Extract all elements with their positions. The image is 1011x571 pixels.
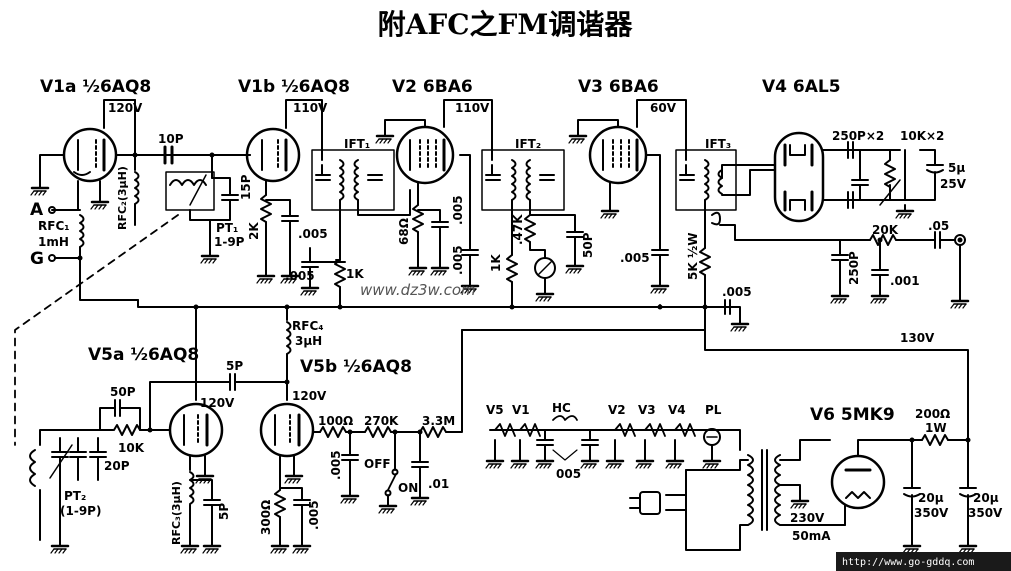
label-tube-v5b: V5b ½6AQ8 bbox=[300, 357, 412, 377]
label-c005-v5b: .005 bbox=[307, 500, 321, 530]
label-heater-pl: PL bbox=[705, 403, 722, 417]
label-r10k-v5a: 10K bbox=[118, 441, 145, 455]
label-c15p: 15P bbox=[239, 174, 253, 200]
label-rfc4-value: 3μH bbox=[295, 334, 322, 348]
label-r1k-ift2: 1K bbox=[489, 254, 503, 272]
label-input-a: A bbox=[30, 200, 44, 220]
tube-v1b-symbol bbox=[245, 127, 301, 183]
label-tube-v1a: V1a ½6AQ8 bbox=[40, 77, 151, 97]
label-c005-v2-bypass: .005 bbox=[451, 245, 465, 275]
label-heater-v2: V2 bbox=[608, 403, 626, 417]
label-heater-v1: V1 bbox=[512, 403, 530, 417]
label-r1k-ift1: 1K bbox=[346, 267, 364, 281]
label-ift1: IFT₁ bbox=[344, 137, 370, 151]
label-tube-v5a: V5a ½6AQ8 bbox=[88, 345, 199, 365]
label-switch-on: ON bbox=[398, 481, 418, 495]
label-c005-bus: .005 bbox=[722, 285, 752, 299]
label-c50p-v5a: 50P bbox=[110, 385, 136, 399]
label-c5u-voltage: 25V bbox=[940, 177, 967, 191]
label-voltage-v1b: 110V bbox=[293, 101, 328, 115]
label-rfc3: RFC₃(3μH) bbox=[170, 481, 183, 545]
label-rfc1-value: 1mH bbox=[38, 235, 69, 249]
label-c250p-pair: 250P×2 bbox=[832, 129, 884, 143]
label-ift3: IFT₃ bbox=[705, 137, 731, 151]
tube-v5b-symbol bbox=[259, 402, 315, 458]
label-r200-wattage: 1W bbox=[925, 421, 947, 435]
label-c5p-v5: 5P bbox=[226, 359, 243, 373]
label-c5p-v5a: 5P bbox=[217, 503, 231, 520]
label-r100: 100Ω bbox=[318, 414, 353, 428]
label-switch-off: OFF bbox=[364, 457, 391, 471]
label-pt1: PT₁ bbox=[216, 221, 238, 235]
label-r68: 68Ω bbox=[397, 218, 411, 245]
label-r10k-pair: 10K×2 bbox=[900, 129, 944, 143]
watermark-text: www.dz3w.com bbox=[360, 281, 476, 299]
tube-v6-symbol bbox=[830, 454, 886, 510]
tube-v3-symbol bbox=[588, 125, 648, 185]
label-current-transformer: 50mA bbox=[792, 529, 831, 543]
label-tube-v6: V6 5MK9 bbox=[810, 405, 895, 425]
label-r200: 200Ω bbox=[915, 407, 950, 421]
tube-v2-symbol bbox=[395, 125, 455, 185]
label-c250p: 250P bbox=[847, 251, 861, 285]
tube-v5a-symbol bbox=[168, 402, 224, 458]
label-c10p: 10P bbox=[158, 132, 184, 146]
label-c005-v3: .005 bbox=[620, 251, 650, 265]
label-tube-v4: V4 6AL5 bbox=[762, 77, 841, 97]
label-input-g: G bbox=[30, 249, 44, 269]
label-ift2: IFT₂ bbox=[515, 137, 541, 151]
label-rfc2: RFC₂(3μH) bbox=[116, 166, 129, 230]
label-r5k: 5K ½W bbox=[686, 233, 700, 280]
diagram-title: 附AFC之FM调谐器 bbox=[378, 8, 634, 41]
label-c20u-b: 20μ bbox=[973, 491, 999, 505]
label-tube-v3: V3 6BA6 bbox=[578, 77, 659, 97]
label-rfc4: RFC₄ bbox=[292, 319, 324, 333]
label-heater-v5: V5 bbox=[486, 403, 504, 417]
label-c01: .01 bbox=[428, 477, 449, 491]
label-c005-hc: 005 bbox=[556, 467, 581, 481]
label-tube-v2: V2 6BA6 bbox=[392, 77, 473, 97]
label-voltage-v2: 110V bbox=[455, 101, 490, 115]
label-c20p: 20P bbox=[104, 459, 130, 473]
label-rfc1: RFC₁ bbox=[38, 219, 70, 233]
label-pt2: PT₂ bbox=[64, 489, 86, 503]
label-r2k: 2K bbox=[247, 222, 261, 240]
footer-url: http://www.go-gddq.com bbox=[842, 557, 974, 568]
label-c5u: 5μ bbox=[948, 161, 965, 175]
label-voltage-transformer: 230V bbox=[790, 511, 825, 525]
label-voltage-v5a: 120V bbox=[200, 396, 235, 410]
tube-v1a-symbol bbox=[62, 127, 118, 183]
label-r300: 300Ω bbox=[259, 500, 273, 535]
label-heater-v4: V4 bbox=[668, 403, 686, 417]
footer-url-bar bbox=[836, 552, 1011, 571]
label-r33m: 3.3M bbox=[422, 414, 455, 428]
tube-v4-symbol bbox=[773, 131, 825, 223]
label-c005-ift1: .005 bbox=[285, 269, 315, 283]
label-c50p-ift2: 50P bbox=[581, 232, 595, 258]
label-voltage-v1a: 120V bbox=[108, 101, 143, 115]
label-c005-v2-screen: .005 bbox=[451, 195, 465, 225]
label-heater-hc: HC bbox=[552, 401, 571, 415]
label-pt1-value: 1-9P bbox=[214, 235, 245, 249]
label-c20u-a-voltage: 350V bbox=[914, 506, 949, 520]
label-c005-v1b: .005 bbox=[298, 227, 328, 241]
label-r47k: .47K bbox=[511, 214, 525, 245]
label-voltage-v3: 60V bbox=[650, 101, 677, 115]
label-heater-v3: V3 bbox=[638, 403, 656, 417]
label-pt2-value: (1-9P) bbox=[60, 504, 101, 518]
label-c05: .05 bbox=[928, 219, 949, 233]
label-tube-v1b: V1b ½6AQ8 bbox=[238, 77, 350, 97]
label-voltage-bplus: 130V bbox=[900, 331, 935, 345]
label-c005-afc: .005 bbox=[329, 450, 343, 480]
label-r270k: 270K bbox=[364, 414, 399, 428]
label-r20k: 20K bbox=[872, 223, 899, 237]
label-voltage-v5b: 120V bbox=[292, 389, 327, 403]
label-c20u-a: 20μ bbox=[918, 491, 944, 505]
label-c001: .001 bbox=[890, 274, 920, 288]
label-c20u-b-voltage: 350V bbox=[968, 506, 1003, 520]
